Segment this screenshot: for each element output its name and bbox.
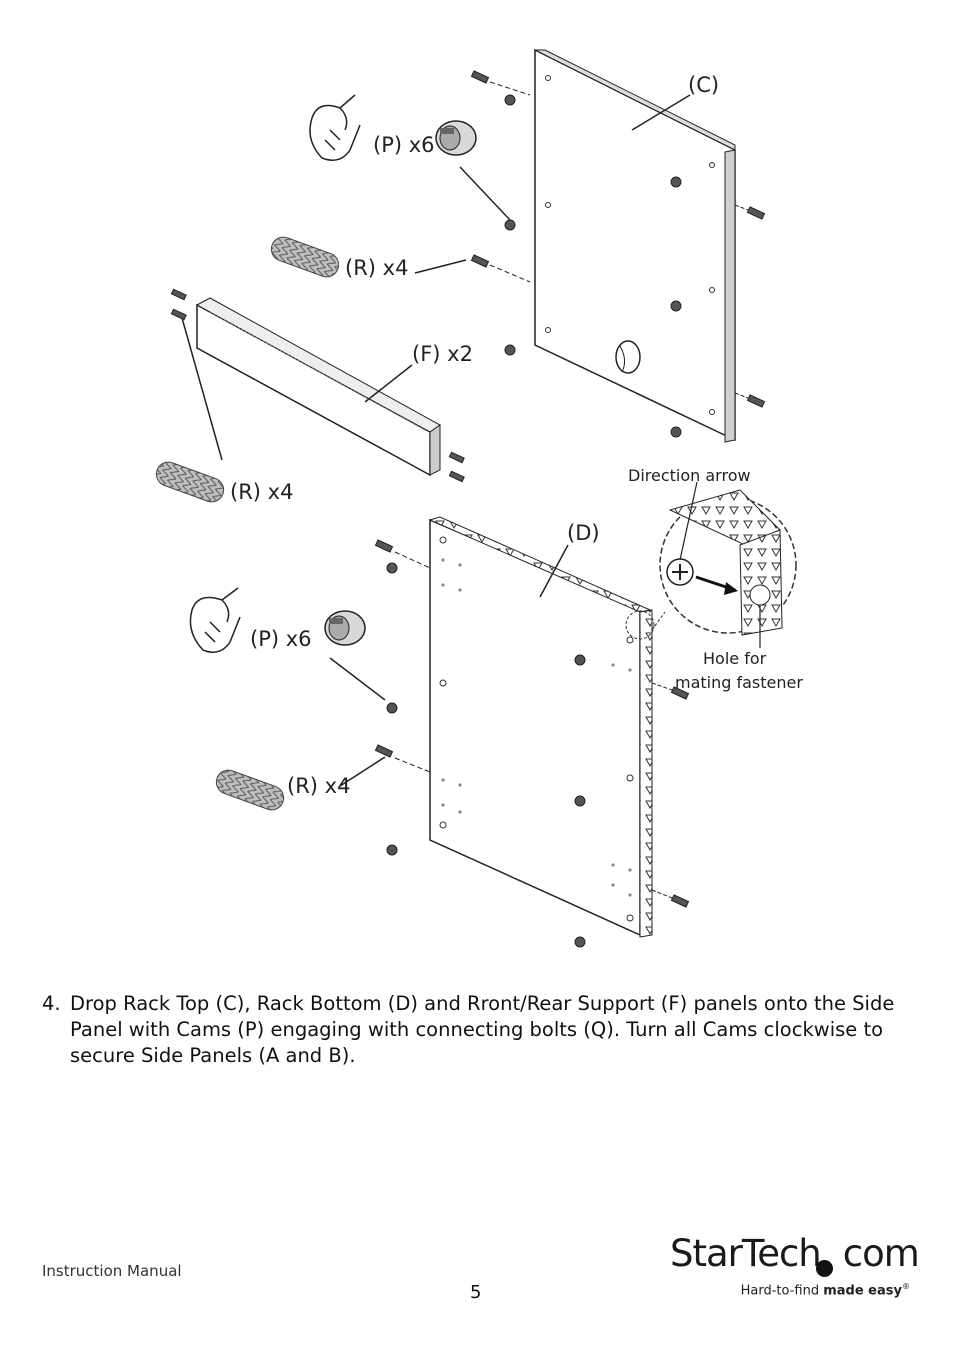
hand-icon-top: [309, 94, 361, 161]
page-number: 5: [470, 1282, 482, 1303]
footer-manual-label: Instruction Manual: [42, 1262, 182, 1280]
label-dowel-r-mid: (R) x4: [230, 480, 293, 504]
label-support-f: (F) x2: [412, 342, 473, 366]
hand-icon-bottom: [189, 587, 241, 653]
fasteners-panel-d: [374, 539, 690, 948]
cam-icon-bottom: [324, 610, 366, 646]
fasteners-panel-c: [470, 70, 766, 438]
dowel-icon-mid: [155, 461, 225, 503]
logo-tagline: Hard-to-find made easy®: [741, 1282, 910, 1298]
logo-wordmark-a: StarTech: [670, 1232, 822, 1275]
logo-dot-icon: [816, 1260, 833, 1277]
label-panel-d: (D): [567, 521, 600, 545]
logo-wordmark: StarTech com: [670, 1232, 920, 1275]
step-number: 4.: [42, 992, 61, 1015]
startech-logo: StarTech com Hard-to-find made easy®: [670, 1232, 920, 1304]
label-dowel-r-top: (R) x4: [345, 256, 408, 280]
cam-icon-top: [435, 120, 477, 156]
dowel-icon-bottom: [215, 769, 285, 811]
step-instruction: 4. Drop Rack Top (C), Rack Bottom (D) an…: [42, 991, 922, 1069]
step-text: Drop Rack Top (C), Rack Bottom (D) and R…: [70, 992, 895, 1067]
label-dowel-r-bottom: (R) x4: [287, 774, 350, 798]
label-cam-p-bottom: (P) x6: [250, 627, 312, 651]
label-hole-line2: mating fastener: [675, 673, 803, 692]
label-direction-arrow: Direction arrow: [628, 466, 751, 485]
logo-tag-light: Hard-to-find: [740, 1283, 820, 1299]
panel-d: [428, 516, 653, 938]
label-panel-c: (C): [688, 73, 719, 97]
detail-callout: [625, 481, 797, 648]
panel-c: [534, 48, 736, 443]
fasteners-support-f: [170, 288, 465, 483]
dowel-icon-top: [270, 236, 340, 278]
label-cam-p-top: (P) x6: [373, 133, 435, 157]
logo-wordmark-b: com: [842, 1232, 920, 1275]
logo-tag-bold: made easy: [823, 1283, 902, 1299]
logo-registered-mark: ®: [902, 1282, 910, 1291]
assembly-diagram: (C) (P) x6 (R) x4 (F): [155, 48, 803, 948]
support-f: [195, 297, 441, 477]
label-hole-line1: Hole for: [703, 649, 767, 668]
